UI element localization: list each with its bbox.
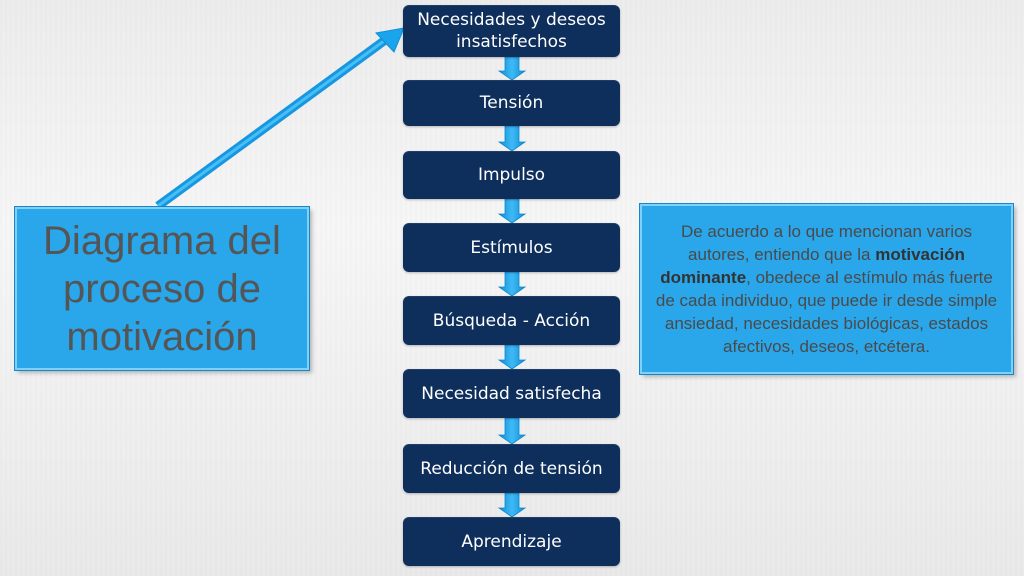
flow-arrow-down-icon bbox=[497, 56, 527, 81]
step-necesidades: Necesidades y deseos insatisfechos bbox=[403, 5, 620, 57]
explanation-text-start: De acuerdo a lo que mencionan varios aut… bbox=[680, 222, 973, 264]
flow-arrows bbox=[497, 56, 527, 518]
step-busqueda-accion: Búsqueda - Acción bbox=[403, 296, 620, 345]
explanation-callout: De acuerdo a lo que mencionan varios aut… bbox=[640, 204, 1013, 374]
step-reduccion-tension: Reducción de tensión bbox=[403, 444, 620, 493]
explanation-text-end: , obedece al estímulo más fuerte de cada… bbox=[655, 268, 998, 356]
step-label: Impulso bbox=[477, 165, 546, 185]
step-aprendizaje: Aprendizaje bbox=[403, 517, 620, 566]
explanation-text: De acuerdo a lo que mencionan varios aut… bbox=[652, 220, 1001, 358]
step-label: Aprendizaje bbox=[461, 531, 562, 552]
step-label: Reducción de tensión bbox=[420, 458, 603, 479]
flow-arrow-down-icon bbox=[497, 125, 527, 152]
step-necesidad-satisfecha: Necesidad satisfecha bbox=[403, 369, 620, 418]
step-label: Búsqueda - Acción bbox=[432, 310, 591, 331]
step-label: Estímulos bbox=[470, 237, 553, 258]
flow-arrow-down-icon bbox=[497, 344, 527, 370]
explanation-text-bold: motivación dominante bbox=[660, 245, 965, 287]
flow-arrow-down-icon bbox=[497, 198, 527, 224]
step-label: Necesidad satisfecha bbox=[421, 383, 602, 404]
step-label: Necesidades y deseos insatisfechos bbox=[417, 10, 606, 52]
title-pointer-arrow bbox=[155, 27, 405, 210]
flow-arrow-down-icon bbox=[497, 271, 527, 297]
flow-arrow-down-icon bbox=[497, 492, 527, 518]
step-impulso: Impulso bbox=[403, 151, 620, 199]
step-estimulos: Estímulos bbox=[403, 223, 620, 272]
diagram-title-text: Diagrama del proceso de motivación bbox=[43, 218, 281, 359]
diagram-title: Diagrama del proceso de motivación bbox=[15, 207, 309, 370]
step-label: Tensión bbox=[479, 93, 544, 113]
flow-arrow-down-icon bbox=[497, 417, 527, 445]
step-tension: Tensión bbox=[403, 80, 620, 126]
